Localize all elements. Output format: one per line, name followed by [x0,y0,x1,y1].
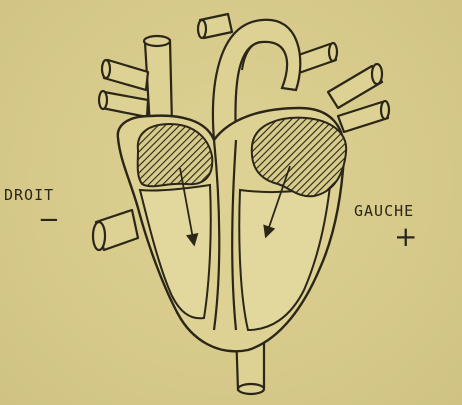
pulmonary-vein-lower-left [102,92,148,117]
sign-plus: + [394,220,418,253]
label-left-side: GAUCHE [354,202,414,220]
label-right-side: DROIT [4,186,54,204]
left-ventricle-cavity [239,186,330,330]
sign-minus: − [38,205,61,235]
